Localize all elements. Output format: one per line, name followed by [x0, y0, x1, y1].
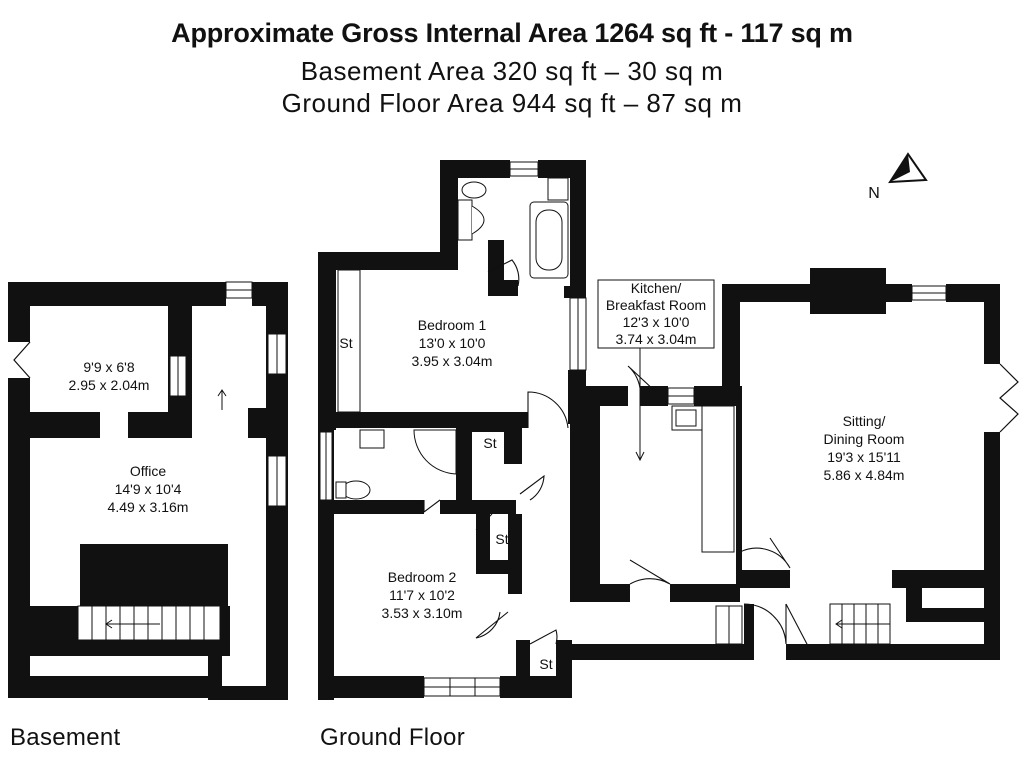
bedroom1-label: Bedroom 1 — [418, 317, 487, 333]
bedroom2-dims-imperial: 11'7 x 10'2 — [389, 587, 455, 603]
office-dims-metric: 4.49 x 3.16m — [108, 499, 189, 515]
ground-floor-plan: Bedroom 1 13'0 x 10'0 3.95 x 3.04m Bedro… — [318, 160, 1019, 700]
basement-label: Basement — [10, 724, 121, 751]
basement-walls — [8, 282, 288, 700]
door-swings — [423, 259, 809, 647]
bedroom1-dims-metric: 3.95 x 3.04m — [412, 353, 493, 369]
kitchen-dims-imperial: 12'3 x 10'0 — [623, 314, 690, 330]
ground-floor-label: Ground Floor — [320, 724, 465, 751]
north-arrow-icon: N — [868, 152, 928, 202]
bedroom2-dims-metric: 3.53 x 3.10m — [382, 605, 463, 621]
cupboard-label-corridor: St — [539, 656, 552, 672]
kitchen-label-box — [597, 279, 715, 349]
kitchen-label-line2: Breakfast Room — [606, 297, 706, 313]
basement-windows — [169, 281, 287, 507]
bedroom2-label: Bedroom 2 — [388, 569, 457, 585]
area-title: Approximate Gross Internal Area 1264 sq … — [171, 18, 853, 48]
office-dims-imperial: 14'9 x 10'4 — [115, 481, 182, 497]
store-room-dims-imperial: 9'9 x 6'8 — [83, 359, 134, 375]
chimney-breast — [80, 544, 228, 606]
basement-area-subtitle: Basement Area 320 sq ft – 30 sq m — [300, 56, 724, 86]
ground-stairs — [829, 603, 891, 645]
cupboard-label-bedroom1: St — [339, 335, 352, 351]
ground-floor-walls — [318, 160, 1000, 700]
basement-stairs — [77, 389, 227, 641]
cupboard-label-bedroom2: St — [495, 531, 508, 547]
bedroom1-dims-imperial: 13'0 x 10'0 — [419, 335, 486, 351]
sitting-dims-metric: 5.86 x 4.84m — [824, 467, 905, 483]
kitchen-dims-metric: 3.74 x 3.04m — [616, 331, 697, 347]
kitchen-label-line1: Kitchen/ — [631, 280, 682, 296]
sitting-label-line2: Dining Room — [824, 431, 905, 447]
ground-floor-windows — [319, 161, 947, 697]
store-room-dims-metric: 2.95 x 2.04m — [69, 377, 150, 393]
fixtures — [335, 177, 735, 553]
cupboard-label-hall: St — [483, 435, 496, 451]
sitting-dims-imperial: 19'3 x 15'11 — [827, 449, 901, 465]
sitting-label-line1: Sitting/ — [843, 413, 886, 429]
compass-label: N — [868, 185, 880, 202]
office-label: Office — [130, 463, 167, 479]
ground-floor-area-subtitle: Ground Floor Area 944 sq ft – 87 sq m — [281, 88, 743, 118]
basement-plan: 9'9 x 6'8 2.95 x 2.04m Office 14'9 x 10'… — [8, 281, 288, 700]
